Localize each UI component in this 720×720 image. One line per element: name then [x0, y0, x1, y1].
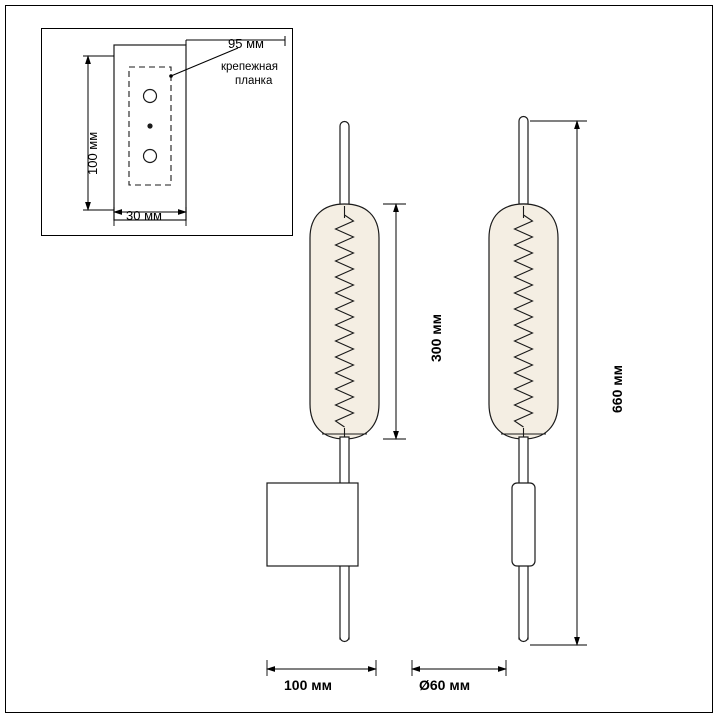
- side-view-lamp: [411, 115, 587, 676]
- detail-plate-group: [83, 36, 286, 226]
- side-view-height-label: 660 мм: [609, 365, 625, 413]
- detail-width-bottom-label: 30 мм: [126, 208, 162, 223]
- detail-callout-line2: планка: [235, 75, 273, 87]
- detail-width-top-label: 95 мм: [228, 36, 264, 51]
- outer-border: [5, 5, 713, 713]
- side-view-width-label: Ø60 мм: [419, 677, 471, 693]
- detail-callout-line1: крепежная: [221, 61, 278, 73]
- front-view-width-label: 100 мм: [284, 677, 332, 693]
- detail-height-left-label: 100 мм: [85, 131, 100, 175]
- front-view-lamp: [266, 120, 406, 676]
- front-view-height-label: 300 мм: [428, 314, 444, 362]
